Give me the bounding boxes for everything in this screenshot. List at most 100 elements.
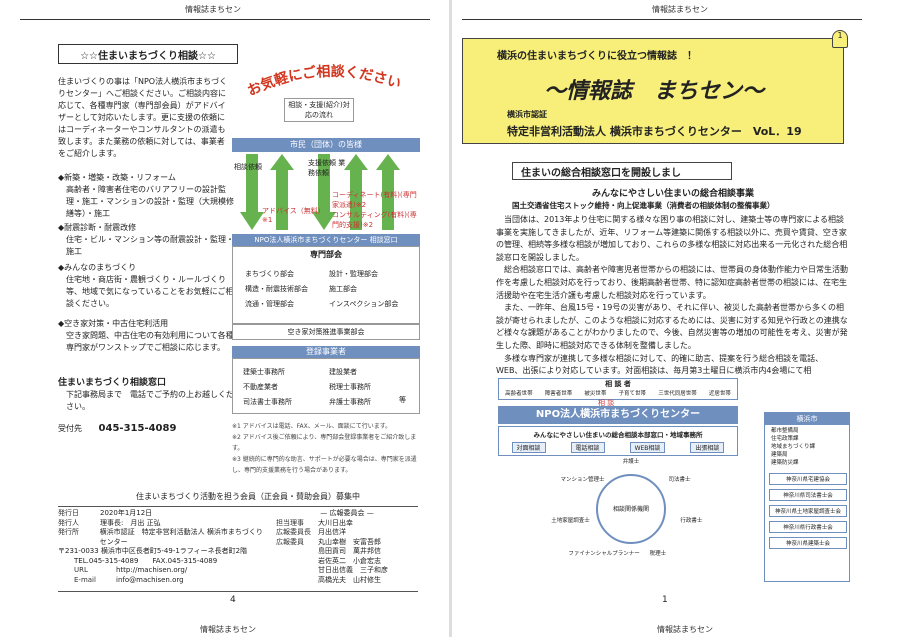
channel-chip: WEB相談: [629, 442, 666, 453]
city-label: 横浜市: [765, 413, 849, 425]
service-body: 空き家問題、中古住宅の有効利用について各種専門家がワンストップでご相談に応じます…: [66, 331, 234, 352]
flow-arrows: [240, 154, 400, 230]
committee-members: 丸山幸樹 安富吾郎: [318, 537, 381, 546]
expert-label: 行政書士: [680, 517, 703, 524]
running-head: 情報誌まちセン: [185, 5, 241, 14]
label-coordinate: コーディネート(有料)(専門家派遣)※2: [332, 191, 417, 209]
partner-org: 神奈川県宅建協会: [769, 473, 847, 485]
client-type: 三世代同居世帯: [658, 391, 697, 397]
running-foot: 情報誌まちセン: [657, 625, 713, 634]
consult-desk: 住まいまちづくり相談窓口 下記事務局まで 電話でご予約の上お越しください。: [58, 377, 238, 413]
banner-cert: 横浜市認証: [507, 110, 547, 119]
committee-row: 甘日出信義 三子和彦: [276, 566, 418, 576]
service-head: ◆新築・増築・改築・リフォーム: [58, 173, 176, 182]
service-body: 住宅・ビル・マンション等の耐震設計・監理・施工: [66, 235, 234, 256]
label-support: 支援依頼 業務依頼: [308, 159, 346, 177]
committee-row: 島田貢司 萬井邦信: [276, 547, 418, 557]
colophon-value: 2020年1月12日: [100, 509, 153, 517]
registered-item: 建築士事務所: [243, 368, 285, 376]
flow-note: 相談・支援(紹介)対応の流れ: [284, 98, 354, 122]
hub-title: みんなにやさしい住まいの総合相談本部窓口・地域事務所: [533, 431, 703, 439]
client-type: 子育て世帯: [618, 391, 647, 397]
consultation-diagram: 相 談 者 高齢者世帯障害者世帯被災世帯子育て世帯三世代同居世帯近居世帯 相 談…: [498, 378, 850, 592]
tel-row: 受付先 045-315-4089: [58, 423, 176, 434]
committee-row: 広報委員長月出信洋: [276, 528, 418, 538]
partner-org: 神奈川県司法書士会: [769, 489, 847, 501]
registered-box: 建築士事務所 不動産業者 司法書士事務所 建設業者 税理士事務所 弁護士事務所 …: [232, 358, 420, 414]
label-advice: アドバイス（無料）※1: [262, 207, 322, 224]
banner-title: ～情報誌 まちセン～: [543, 79, 764, 104]
expert-label: 弁護士: [622, 458, 640, 465]
colophon-value: 理事長: 月出 正弘: [100, 518, 161, 527]
banner-org: 特定非営利活動法人 横浜市まちづくりセンター VoL．19: [507, 125, 802, 138]
colophon-url[interactable]: http://machisen.org/: [116, 566, 188, 574]
division-item: 流通・管理部会: [245, 300, 294, 308]
channel-chip: 対面相談: [511, 442, 546, 453]
city-item: 地域まちづくり課: [771, 444, 816, 450]
committee-members: 大川日出幸: [318, 518, 353, 527]
service-head: ◆みんなのまちづくり: [58, 263, 137, 272]
expert-ring: 相談関係機関: [596, 474, 666, 544]
city-item: 建築防災課: [771, 460, 799, 466]
paragraph: 当団体は、2013年より住宅に関する様々な困り事の相談に対し、建築士等の専門家に…: [496, 215, 848, 262]
committee-role: 広報委員長: [276, 528, 311, 536]
committee-role: [276, 557, 312, 567]
registered-item: 司法書士事務所: [243, 398, 292, 406]
service-head: ◆空き家対策・中古住宅利活用: [58, 319, 169, 328]
service-block: ◆耐震診断・耐震改修 住宅・ビル・マンション等の耐震設計・監理・施工: [58, 222, 238, 258]
consult-arrow-label: 相 談: [598, 399, 615, 407]
committee-title: — 広報委員会 —: [320, 509, 374, 517]
city-item: 建築局: [771, 452, 788, 458]
registered-bar: 登録事業者: [232, 346, 420, 358]
label-consulting: コンサルティング(有料)(専門的支援)※2: [332, 211, 417, 229]
service-body: 高齢者・障害者住宅のバリアフリーの設計監理・施工・マンションの設計・監理（大規模…: [66, 185, 234, 218]
hub-box: みんなにやさしい住まいの総合相談本部窓口・地域事務所 対面相談 電話相談 WEB相談…: [498, 426, 738, 456]
footnote: ※2 アドバイス後ご依頼により、専門部会登録事業者をご紹介致します。: [232, 434, 417, 452]
client-type: 被災世帯: [584, 391, 607, 397]
article-title: 住まいの総合相談窓口を開設しまし: [512, 162, 732, 180]
page-number: 4: [230, 595, 236, 605]
committee-members: 甘日出信義 三子和彦: [318, 566, 388, 574]
banner-tagline: 横浜の住まいまちづくりに役立つ情報誌 ！: [497, 51, 697, 62]
colophon-value: 横浜市認証 特定非営利活動法人 横浜市まちづくりセンター: [99, 528, 263, 546]
colophon-key: 発行人: [58, 518, 79, 527]
committee-role: 広報委員: [276, 537, 304, 546]
division-item: インスペクション部会: [329, 300, 399, 308]
center-bar: NPO法人横浜市まちづくりセンター 相談窓口: [232, 234, 420, 246]
committee-members: 岩佐英二 小倉宏志: [318, 556, 381, 565]
registered-item: 弁護士事務所: [329, 398, 371, 406]
channel-chip: 電話相談: [570, 442, 605, 453]
partner-org: 神奈川県建築士会: [769, 537, 847, 549]
expert-label: ファイナンシャルプランナー: [568, 550, 640, 557]
colophon-key: URL: [74, 566, 88, 574]
expert-label: マンション管理士: [560, 476, 605, 483]
callout-text: お気軽にご相談ください: [245, 63, 403, 100]
service-block: ◆新築・増築・改築・リフォーム 高齢者・障害者住宅のバリアフリーの設計監理・施工…: [58, 172, 238, 220]
service-head: ◆耐震診断・耐震改修: [58, 223, 137, 232]
vacant-division: 空き家対策推進事業部会: [232, 324, 420, 340]
division-item: 構造・耐震技術部会: [245, 285, 308, 293]
colophon-address: 〒231-0033 横浜市中区長者町5-49-1ラフィーネ長者町2階: [58, 547, 248, 555]
colophon-email[interactable]: info@machisen.org: [116, 575, 184, 584]
members-wanted: 住まいまちづくり活動を担う会員（正会員・賛助会員）募集中: [136, 492, 360, 501]
committee-row: 岩佐英二 小倉宏志: [276, 557, 418, 567]
committee-row: 広報委員 丸山幸樹 安富吾郎: [276, 538, 418, 548]
tel-number[interactable]: 045-315-4089: [98, 423, 177, 434]
committee-row: 担当理事 大川日出幸: [276, 519, 418, 529]
page-number: 1: [662, 595, 668, 605]
client-type: 障害者世帯: [544, 391, 573, 397]
consult-title: 住まいまちづくり相談窓口: [58, 378, 167, 388]
registered-item: 建設業者: [329, 368, 357, 376]
footnote: ※1 アドバイスは電話、FAX、メール、面談にて行います。: [232, 423, 392, 430]
committee-role: [276, 566, 312, 576]
consult-body: 下記事務局まで 電話でご予約の上お越しください。: [66, 390, 234, 411]
divisions-box: 専門部会 まちづくり部会 構造・耐震技術部会 流通・管理部会 設計・監理部会 施…: [232, 246, 420, 324]
article-body: 当団体は、2013年より住宅に関する様々な困り事の相談に対し、建築士等の専門家に…: [496, 214, 848, 378]
article-subhead: みんなにやさしい住まいの総合相談事業: [592, 189, 755, 199]
committee-role: 担当理事: [276, 518, 304, 527]
footnote: ※3 継続的に専門的な助言、サポートが必要な場合は、専門家を派遣し、専門的支援業…: [232, 456, 417, 474]
corner-page-mark: 1: [832, 30, 848, 48]
label-request: 相談依頼: [234, 163, 262, 171]
running-head: 情報誌まちセン: [652, 5, 708, 14]
expert-label: 税理士: [649, 550, 667, 557]
